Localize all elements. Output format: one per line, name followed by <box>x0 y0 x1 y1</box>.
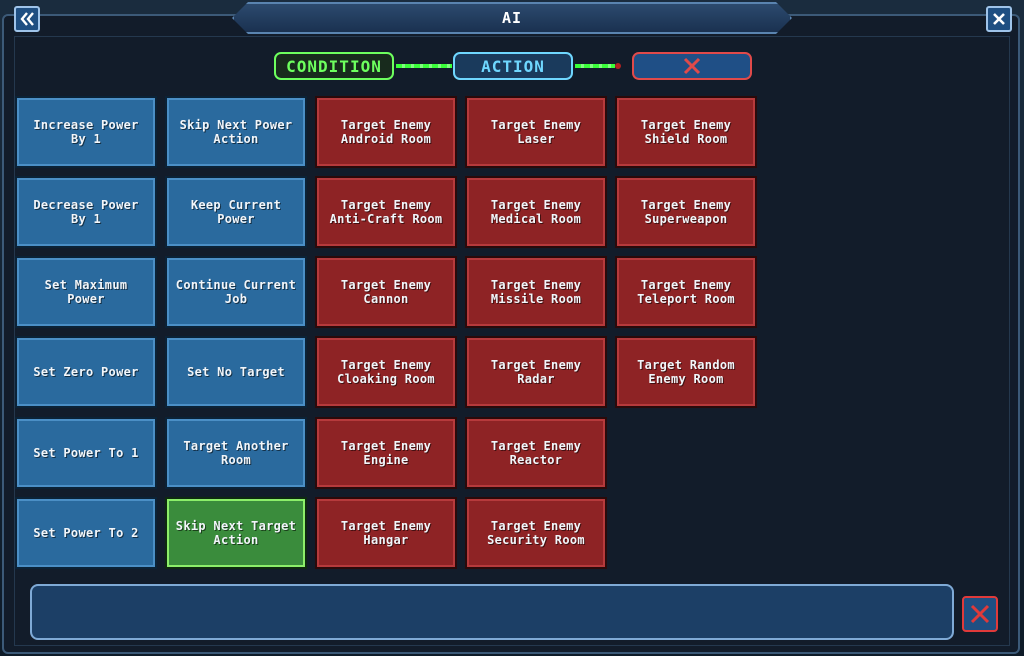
action-card[interactable]: Target Another Room <box>165 417 307 489</box>
close-button[interactable] <box>986 6 1012 32</box>
action-card[interactable]: Target Random Enemy Room <box>615 336 757 408</box>
back-button[interactable] <box>14 6 40 32</box>
action-card[interactable]: Target Enemy Medical Room <box>465 176 607 248</box>
tab-action[interactable]: ACTION <box>453 52 573 80</box>
action-card[interactable]: Decrease Power By 1 <box>15 176 157 248</box>
close-icon <box>993 13 1005 25</box>
action-card[interactable]: Target Enemy Security Room <box>465 497 607 569</box>
action-card[interactable]: Target Enemy Laser <box>465 96 607 168</box>
action-card[interactable]: Set No Target <box>165 336 307 408</box>
action-card[interactable]: Set Zero Power <box>15 336 157 408</box>
action-card[interactable]: Skip Next Power Action <box>165 96 307 168</box>
action-card[interactable]: Target Enemy Engine <box>315 417 457 489</box>
action-card[interactable]: Target Enemy Anti-Craft Room <box>315 176 457 248</box>
delete-button[interactable] <box>962 596 998 632</box>
x-icon <box>970 604 990 624</box>
action-card[interactable]: Target Enemy Radar <box>465 336 607 408</box>
action-card[interactable]: Target Enemy Missile Room <box>465 256 607 328</box>
x-icon <box>683 57 701 75</box>
action-card[interactable]: Set Power To 1 <box>15 417 157 489</box>
step-connector-end <box>615 63 621 69</box>
cancel-button[interactable] <box>632 52 752 80</box>
title-bar: AI <box>232 2 792 34</box>
double-chevron-left-icon <box>20 12 34 26</box>
action-card[interactable]: Target Enemy Cloaking Room <box>315 336 457 408</box>
action-card[interactable]: Target Enemy Hangar <box>315 497 457 569</box>
action-card[interactable]: Skip Next Target Action <box>165 497 307 569</box>
action-card[interactable]: Continue Current Job <box>165 256 307 328</box>
action-card[interactable]: Target Enemy Shield Room <box>615 96 757 168</box>
action-card[interactable]: Target Enemy Superweapon <box>615 176 757 248</box>
action-card[interactable]: Target Enemy Android Room <box>315 96 457 168</box>
dialog-inner-frame <box>14 36 1010 646</box>
action-card[interactable]: Keep Current Power <box>165 176 307 248</box>
action-card[interactable]: Target Enemy Cannon <box>315 256 457 328</box>
action-card[interactable]: Increase Power By 1 <box>15 96 157 168</box>
tab-condition[interactable]: CONDITION <box>274 52 394 80</box>
action-card[interactable]: Target Enemy Reactor <box>465 417 607 489</box>
action-card[interactable]: Set Maximum Power <box>15 256 157 328</box>
action-card[interactable]: Set Power To 2 <box>15 497 157 569</box>
description-field[interactable] <box>30 584 954 640</box>
step-connector <box>396 64 452 68</box>
action-card[interactable]: Target Enemy Teleport Room <box>615 256 757 328</box>
step-connector <box>575 64 615 68</box>
window-title: AI <box>501 9 523 27</box>
